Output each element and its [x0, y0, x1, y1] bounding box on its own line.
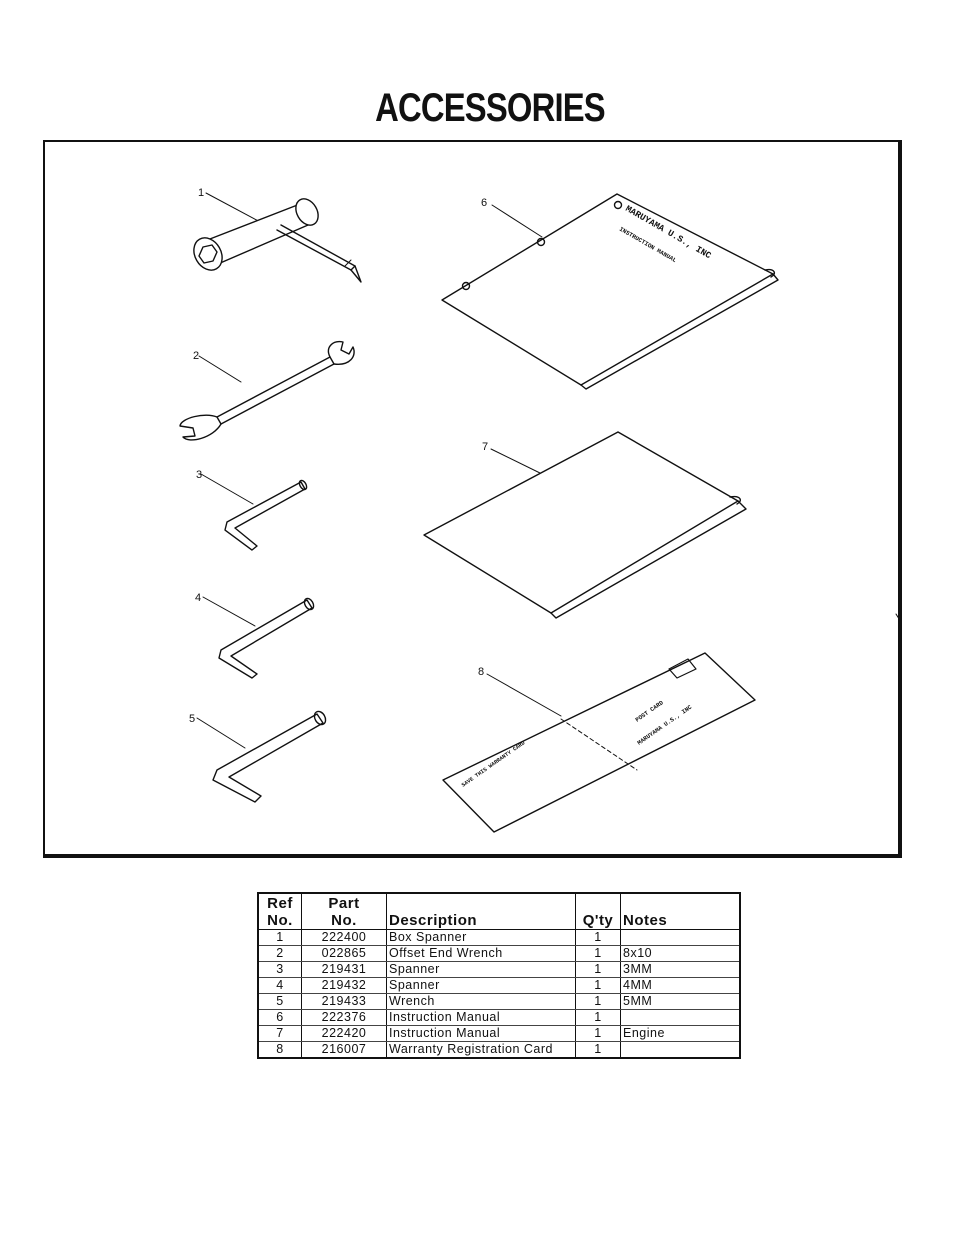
cell-qty: 1 — [575, 977, 621, 994]
cell-part-no: 219431 — [301, 961, 387, 978]
table-row: 1 222400 Box Spanner 1 — [258, 929, 740, 946]
cell-qty: 1 — [575, 1009, 621, 1026]
cell-qty: 1 — [575, 1041, 621, 1058]
table-row: 6 222376 Instruction Manual 1 — [258, 1009, 740, 1026]
cell-ref: 8 — [276, 1042, 284, 1056]
table-row: 4 219432 Spanner 1 4MM — [258, 977, 740, 994]
cell-description: Offset End Wrench — [386, 945, 576, 962]
callout-1: 1 — [198, 187, 204, 199]
cell-part-no: 216007 — [301, 1041, 387, 1058]
engine-instruction-manual-drawing — [423, 431, 747, 619]
callout-5: 5 — [189, 713, 195, 725]
cell-part-no: 219432 — [301, 977, 387, 994]
page-title: ACCESSORIES — [375, 86, 606, 130]
header-part-line1: Part — [328, 895, 360, 912]
cell-notes: 5MM — [620, 993, 740, 1010]
table-row: 7 222420 Instruction Manual 1 Engine — [258, 1025, 740, 1042]
hex-key-3mm-drawing — [200, 473, 308, 551]
cell-ref: 6 — [258, 1009, 302, 1026]
cell-part-no: 219433 — [301, 993, 387, 1010]
warranty-card-drawing — [442, 652, 756, 833]
table-header-row: Ref No. Part No. Description Q'ty Notes — [258, 893, 740, 930]
cell-qty: 1 — [575, 961, 621, 978]
cell-qty: 1 — [575, 993, 621, 1010]
cell-description: Spanner — [386, 961, 576, 978]
cell-notes: 8x10 — [620, 945, 740, 962]
cell-qty: 1 — [575, 945, 621, 962]
callout-4: 4 — [195, 592, 201, 604]
offset-end-wrench-drawing — [179, 340, 355, 441]
cell-description: Instruction Manual — [386, 1025, 576, 1042]
header-ref-line2: No. — [267, 912, 293, 929]
cell-ref: 1 — [258, 929, 302, 946]
header-ref-line1: Ref — [267, 895, 293, 912]
cell-description: Wrench — [386, 993, 576, 1010]
cell-notes — [620, 929, 740, 946]
header-description: Description — [386, 893, 576, 930]
parts-table: Ref No. Part No. Description Q'ty Notes … — [257, 892, 741, 1059]
callout-6: 6 — [481, 197, 487, 209]
cell-part-no: 222420 — [301, 1025, 387, 1042]
cell-description: Spanner — [386, 977, 576, 994]
cell-ref: 4 — [258, 977, 302, 994]
callout-7: 7 — [482, 441, 488, 453]
cell-description: Warranty Registration Card — [386, 1041, 576, 1058]
table-row: 5 219433 Wrench 1 5MM — [258, 993, 740, 1010]
cell-ref: 7 — [258, 1025, 302, 1042]
accessories-illustration: 1 2 3 4 5 6 7 8 MARUYAMA U.S., INC INSTR… — [43, 140, 902, 858]
cell-ref: 5 — [258, 993, 302, 1010]
cell-part-no: 222400 — [301, 929, 387, 946]
header-ref: Ref No. — [258, 893, 302, 930]
hex-key-4mm-drawing — [202, 596, 315, 679]
callout-2: 2 — [193, 350, 199, 362]
cell-qty: 1 — [575, 1025, 621, 1042]
header-part: Part No. — [301, 893, 387, 930]
cell-ref: 2 — [258, 945, 302, 962]
table-row: 3 219431 Spanner 1 3MM — [258, 961, 740, 978]
hex-key-5mm-drawing — [196, 710, 327, 803]
cell-notes: Engine — [620, 1025, 740, 1042]
cell-notes: 4MM — [620, 977, 740, 994]
header-qty: Q'ty — [575, 893, 621, 930]
cell-part-no: 222376 — [301, 1009, 387, 1026]
cell-notes — [620, 1009, 740, 1026]
header-notes: Notes — [620, 893, 740, 930]
header-part-line2: No. — [331, 912, 357, 929]
callout-8: 8 — [478, 666, 484, 678]
cell-notes: 3MM — [620, 961, 740, 978]
cell-notes — [620, 1041, 740, 1058]
cell-part-no: 022865 — [301, 945, 387, 962]
instruction-manual-drawing — [441, 193, 779, 390]
box-spanner-drawing — [193, 192, 362, 283]
cell-description: Instruction Manual — [386, 1009, 576, 1026]
cell-description: Box Spanner — [386, 929, 576, 946]
cell-qty: 1 — [575, 929, 621, 946]
callout-3: 3 — [196, 469, 202, 481]
cell-ref: 3 — [258, 961, 302, 978]
table-row: 8 216007 Warranty Registration Card 1 — [258, 1041, 740, 1058]
table-row: 2 022865 Offset End Wrench 1 8x10 — [258, 945, 740, 962]
